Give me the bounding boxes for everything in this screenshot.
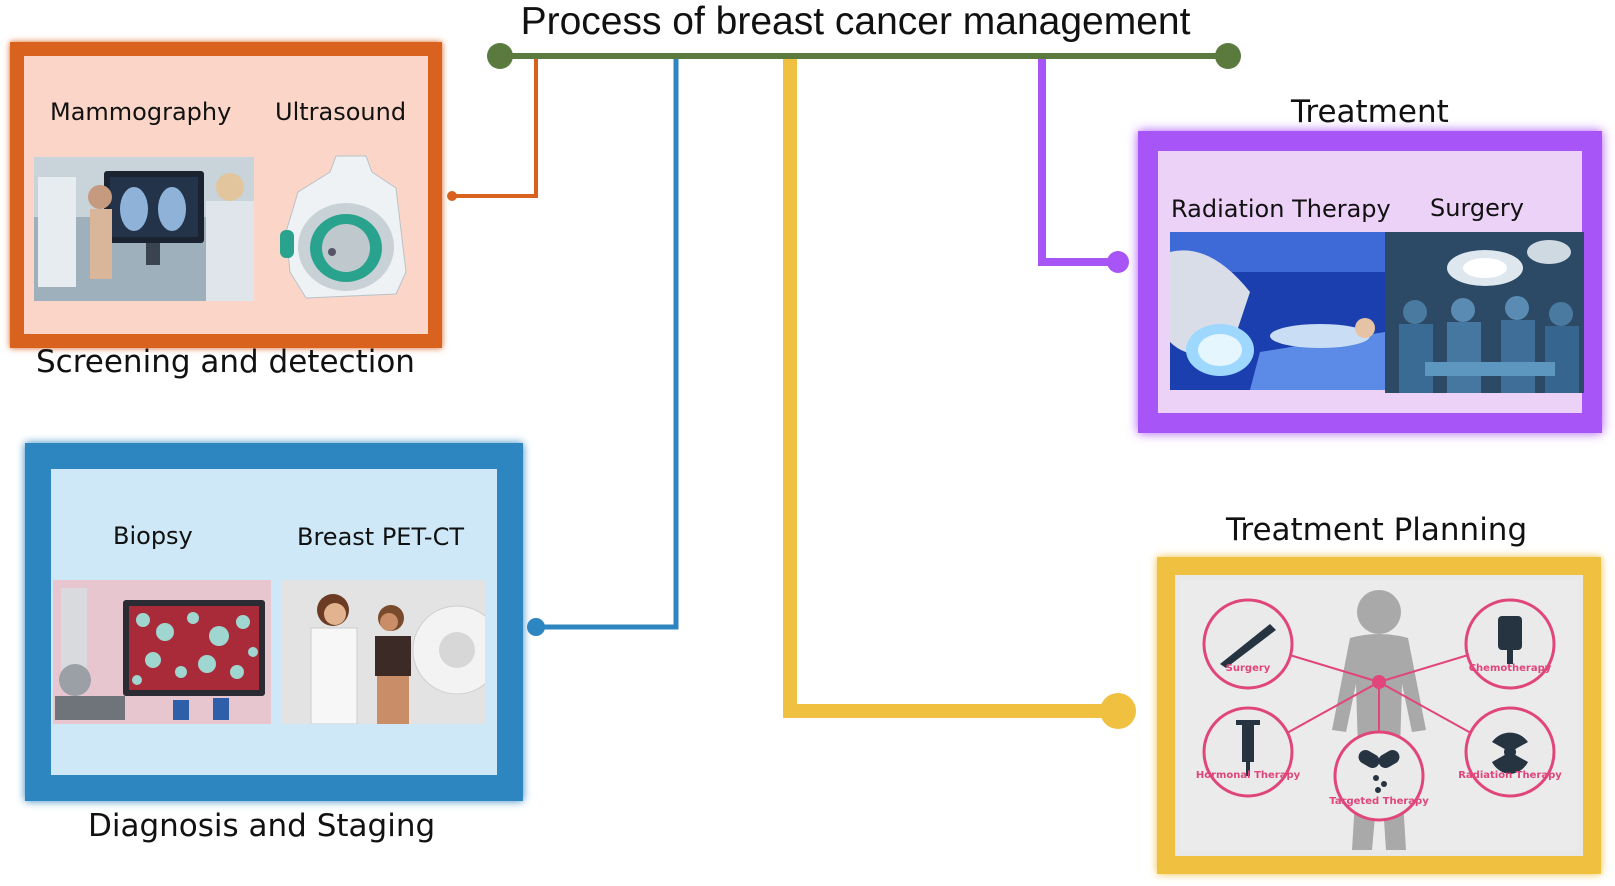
- planning-option-label: Surgery: [1225, 663, 1271, 674]
- radiation-icon: [1492, 732, 1528, 774]
- diagnosis-item-label: Breast PET-CT: [297, 523, 464, 551]
- microscope-biopsy-photo: [53, 580, 271, 724]
- treatment-planning-infographic: Surgery Chemotherapy Hormonal Therapy Ta…: [1180, 580, 1578, 850]
- pet-ct-scan-photo: [281, 580, 485, 724]
- treatment-caption: Treatment: [1291, 94, 1449, 130]
- screening-connector: [452, 59, 538, 198]
- diagnosis-item-label: Biopsy: [113, 522, 193, 550]
- screening-caption: Screening and detection: [36, 344, 415, 380]
- diagnosis-connector-dot: [527, 618, 545, 636]
- treatment-item-label: Radiation Therapy: [1171, 195, 1391, 223]
- iv-bag-icon: [1498, 616, 1522, 664]
- pills-icon: [1358, 750, 1400, 793]
- screening-item-label: Ultrasound: [275, 98, 407, 126]
- scalpel-icon: [1220, 624, 1276, 668]
- planning-option-label: Targeted Therapy: [1329, 796, 1429, 807]
- diagram-title: Process of breast cancer management: [520, 0, 1191, 43]
- timeline-end-dot: [1215, 43, 1241, 69]
- diagnosis-caption: Diagnosis and Staging: [88, 808, 436, 844]
- planning-connector-dot: [1100, 693, 1136, 729]
- screening-item-label: Mammography: [50, 98, 232, 126]
- planning-connector: [783, 59, 1118, 718]
- treatment-connector-dot: [1107, 251, 1129, 273]
- planning-caption: Treatment Planning: [1226, 512, 1528, 548]
- planning-option-label: Radiation Therapy: [1458, 770, 1562, 781]
- diagnosis-connector: [536, 59, 679, 630]
- screening-connector-dot: [447, 191, 457, 201]
- ultrasound-device-illustration: [276, 152, 416, 302]
- planning-option-label: Hormonal Therapy: [1195, 770, 1301, 781]
- radiation-therapy-photo: [1170, 232, 1385, 390]
- treatment-connector: [1038, 59, 1118, 266]
- planning-option-label: Chemotherapy: [1468, 663, 1552, 674]
- syringe-icon: [1236, 720, 1260, 776]
- timeline-start-dot: [487, 43, 513, 69]
- targeted-option-circle: [1333, 730, 1425, 822]
- treatment-item-label: Surgery: [1430, 194, 1524, 222]
- mammography-photo: [34, 157, 254, 301]
- surgery-operating-room-photo: [1385, 232, 1584, 393]
